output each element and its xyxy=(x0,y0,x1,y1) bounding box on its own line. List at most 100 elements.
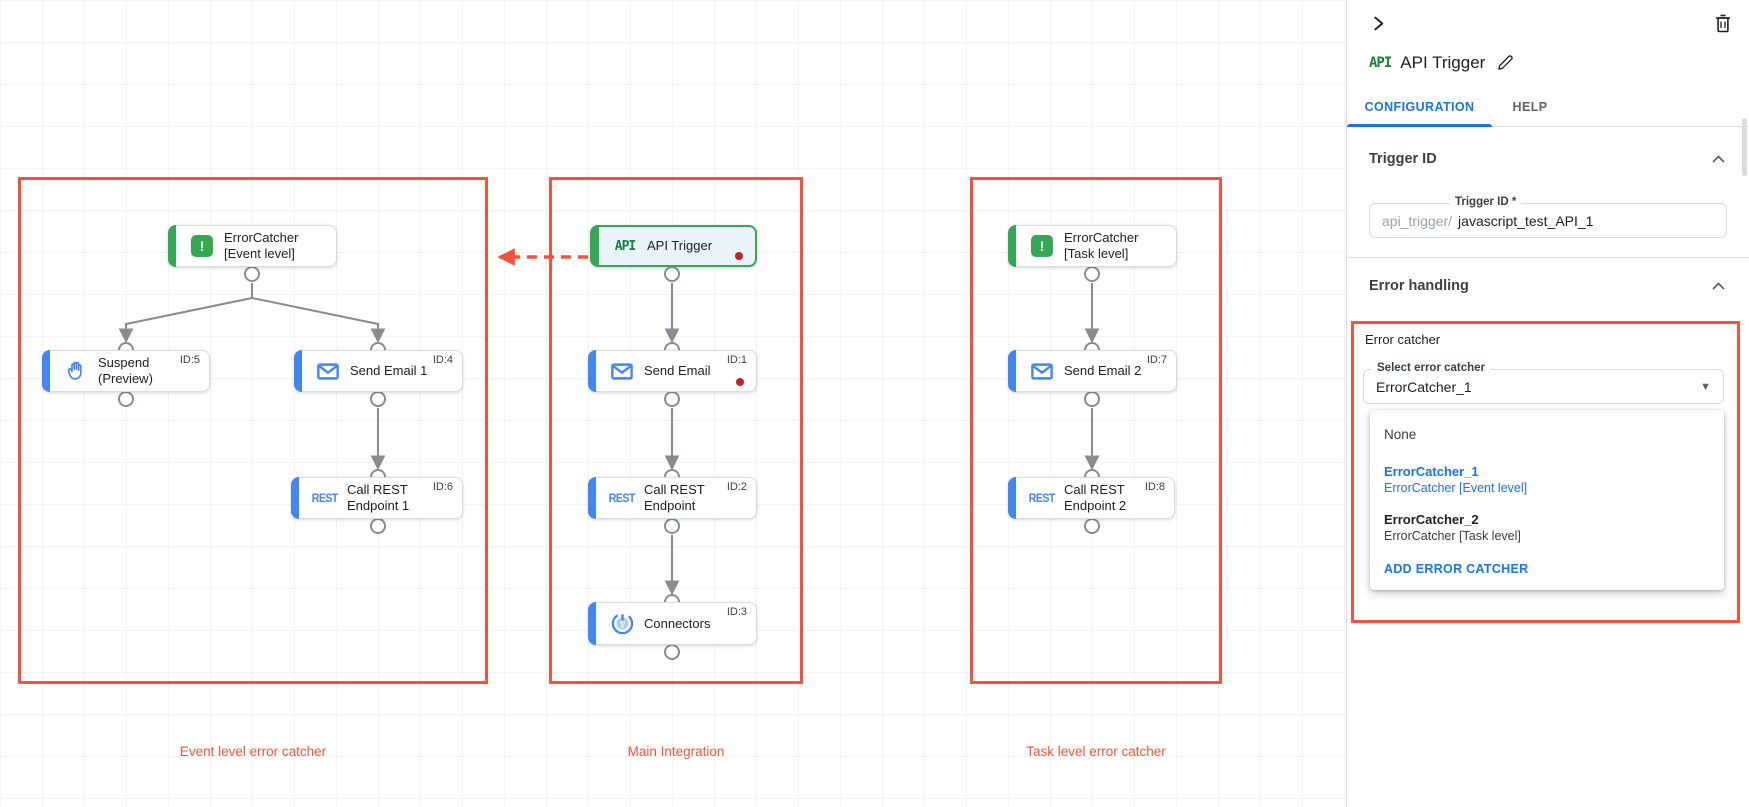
email-icon xyxy=(1029,362,1055,380)
selected-error-catcher-value: ErrorCatcher_1 xyxy=(1376,378,1472,395)
api-trigger-icon: API xyxy=(1369,55,1392,71)
node-send-email-1[interactable]: Send Email 1 ID:4 xyxy=(294,350,463,392)
main-integration-group-label: Main Integration xyxy=(627,744,725,759)
chevron-right-icon xyxy=(1374,16,1384,31)
pencil-icon xyxy=(1498,55,1514,70)
node-id-badge: ID:2 xyxy=(726,481,747,493)
menu-option-errorcatcher-2[interactable]: ErrorCatcher_2 ErrorCatcher [Task level] xyxy=(1384,512,1521,543)
exclamation-glyph: ! xyxy=(199,238,205,254)
node-suspend[interactable]: Suspend (Preview) ID:5 xyxy=(42,350,210,392)
node-id-badge: ID:1 xyxy=(726,354,747,366)
event-level-group-box xyxy=(18,177,488,684)
node-id-badge: ID:7 xyxy=(1146,354,1167,366)
node-error-catcher-event[interactable]: ! ErrorCatcher [Event level] xyxy=(168,225,337,267)
node-api-trigger[interactable]: API API Trigger xyxy=(590,225,757,267)
add-error-catcher-button[interactable]: ADD ERROR CATCHER xyxy=(1370,548,1528,576)
event-level-group-label: Event level error catcher xyxy=(179,744,327,759)
error-catcher-select[interactable]: Select error catcher ErrorCatcher_1 ▼ xyxy=(1363,362,1724,404)
delete-trigger-button[interactable] xyxy=(1713,12,1733,35)
collapse-panel-button[interactable] xyxy=(1369,14,1388,33)
connector-edges xyxy=(118,283,1100,596)
node-label: Call REST Endpoint 1 xyxy=(347,482,410,513)
chevron-up-icon xyxy=(1712,282,1725,290)
node-accent xyxy=(1008,350,1016,392)
node-error-catcher-task[interactable]: ! ErrorCatcher [Task level] xyxy=(1008,225,1177,267)
email-icon xyxy=(315,362,341,380)
node-accent xyxy=(588,350,596,392)
select-error-catcher-label: Select error catcher xyxy=(1372,362,1491,374)
config-panel: API API Trigger CONFIGURATION HELP Trigg… xyxy=(1346,0,1749,807)
node-label: ErrorCatcher [Task level] xyxy=(1064,230,1139,261)
edges-layer xyxy=(118,248,1100,660)
node-label: Send Email 1 xyxy=(350,363,428,379)
trigger-id-value[interactable]: javascript_test_API_1 xyxy=(1458,212,1594,229)
node-accent xyxy=(588,602,596,645)
tab-configuration[interactable]: CONFIGURATION xyxy=(1347,88,1492,127)
node-id-badge: ID:5 xyxy=(179,354,200,366)
panel-title: API Trigger xyxy=(1400,53,1486,72)
node-label: Call REST Endpoint 2 xyxy=(1064,482,1127,513)
rest-icon: REST xyxy=(1028,491,1056,505)
unsaved-change-dot xyxy=(736,378,744,386)
node-label: Send Email 2 xyxy=(1064,363,1142,379)
node-accent xyxy=(42,350,50,392)
task-level-group-label: Task level error catcher xyxy=(1026,744,1166,759)
rest-icon: REST xyxy=(311,491,339,505)
email-icon xyxy=(609,362,635,380)
exclamation-glyph: ! xyxy=(1039,238,1045,254)
node-id-badge: ID:3 xyxy=(726,606,747,618)
unsaved-change-dot xyxy=(735,252,743,260)
node-label: ErrorCatcher [Event level] xyxy=(224,230,299,261)
caret-down-icon: ▼ xyxy=(1700,380,1711,393)
error-catcher-icon: ! xyxy=(189,235,215,257)
edit-title-button[interactable] xyxy=(1494,52,1516,74)
node-id-badge: ID:4 xyxy=(432,354,453,366)
error-catcher-dropdown-menu: None ErrorCatcher_1 ErrorCatcher [Event … xyxy=(1370,410,1724,590)
node-label: Suspend (Preview) xyxy=(98,355,153,386)
collapse-trigger-id-button[interactable] xyxy=(1710,153,1727,165)
node-label: Call REST Endpoint xyxy=(644,482,705,513)
node-accent xyxy=(588,477,596,519)
error-handling-section-title: Error handling xyxy=(1369,278,1469,294)
node-id-badge: ID:8 xyxy=(1144,481,1165,493)
hand-icon xyxy=(63,360,89,382)
main-integration-group-box xyxy=(549,177,803,684)
api-icon: API xyxy=(614,238,637,254)
node-label: Connectors xyxy=(644,615,711,631)
node-accent xyxy=(168,225,176,267)
collapse-error-handling-button[interactable] xyxy=(1710,280,1727,292)
menu-option-errorcatcher-1[interactable]: ErrorCatcher_1 ErrorCatcher [Event level… xyxy=(1384,464,1528,495)
trigger-id-field-label: Trigger ID * xyxy=(1450,196,1522,208)
node-accent xyxy=(1008,477,1016,519)
node-accent xyxy=(294,350,302,392)
error-catcher-highlight-box: Error catcher Select error catcher Error… xyxy=(1351,321,1740,623)
task-level-group-box xyxy=(970,177,1222,684)
chevron-up-icon xyxy=(1712,155,1725,163)
trigger-id-field[interactable]: Trigger ID * api_trigger/ javascript_tes… xyxy=(1369,196,1727,238)
integration-canvas[interactable]: ! ErrorCatcher [Event level] API API Tri… xyxy=(0,0,1346,807)
node-send-email-2[interactable]: Send Email 2 ID:7 xyxy=(1008,350,1177,392)
trigger-id-prefix: api_trigger/ xyxy=(1382,212,1453,229)
node-accent xyxy=(1008,225,1016,267)
node-call-rest-endpoint[interactable]: REST Call REST Endpoint ID:2 xyxy=(588,477,757,519)
node-call-rest-endpoint-1[interactable]: REST Call REST Endpoint 1 ID:6 xyxy=(291,477,463,519)
node-id-badge: ID:6 xyxy=(432,481,453,493)
node-accent xyxy=(291,477,299,519)
error-catcher-group-label: Error catcher xyxy=(1365,332,1441,347)
panel-tabs: CONFIGURATION HELP xyxy=(1347,88,1749,127)
section-divider xyxy=(1347,257,1749,258)
node-label: Send Email xyxy=(644,363,711,379)
menu-option-none[interactable]: None xyxy=(1384,427,1417,442)
connectors-icon xyxy=(609,612,635,635)
trash-icon xyxy=(1716,14,1730,33)
tab-help[interactable]: HELP xyxy=(1512,100,1548,114)
node-label: API Trigger xyxy=(647,238,713,254)
panel-scrollbar[interactable] xyxy=(1742,118,1747,176)
rest-icon: REST xyxy=(608,491,636,505)
node-connectors[interactable]: Connectors ID:3 xyxy=(588,602,757,645)
error-catcher-icon: ! xyxy=(1029,235,1055,257)
node-send-email[interactable]: Send Email ID:1 xyxy=(588,350,757,392)
node-call-rest-endpoint-2[interactable]: REST Call REST Endpoint 2 ID:8 xyxy=(1008,477,1175,519)
node-ports[interactable] xyxy=(118,266,1100,660)
